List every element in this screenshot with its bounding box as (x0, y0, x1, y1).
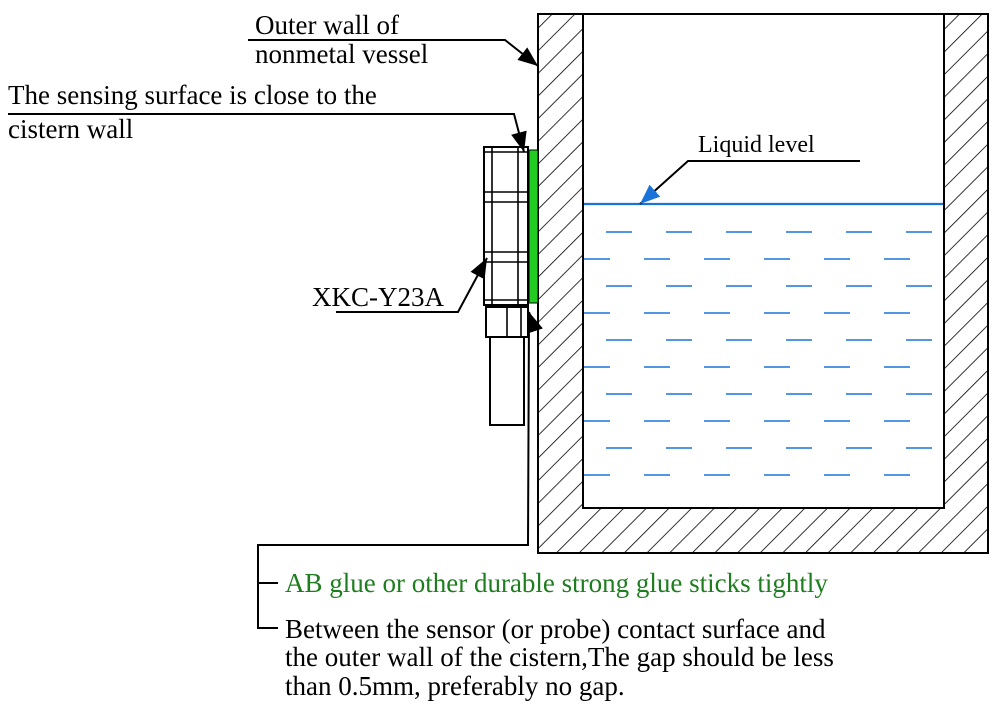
callout-sensor-model: XKC-Y23A (312, 257, 488, 313)
vessel (537, 13, 989, 554)
callout-glue-and-gap: AB glue or other durable strong glue sti… (257, 311, 834, 701)
callout-sensing-surface: The sensing surface is close to the cist… (8, 80, 527, 153)
vessel-wall (537, 13, 989, 554)
outer-wall-label-line2: nonmetal vessel (255, 39, 428, 69)
sensing-label-line1: The sensing surface is close to the (8, 80, 377, 110)
gap-note-line2: the outer wall of the cistern,The gap sh… (285, 642, 834, 672)
gap-leader (257, 583, 278, 629)
callout-outer-wall: Outer wall of nonmetal vessel (248, 10, 539, 69)
glue-layer (528, 149, 539, 304)
sensor-cable (489, 336, 525, 426)
outer-wall-leader (248, 39, 539, 67)
sensor-head (483, 146, 529, 306)
callout-liquid-level: Liquid level (639, 132, 860, 205)
outer-wall-label-line1: Outer wall of (255, 10, 399, 40)
glue-leader-arrow (527, 311, 543, 334)
liquid-level-label: Liquid level (698, 132, 815, 158)
sensing-leader (8, 113, 527, 153)
sensing-label-line2: cistern wall (8, 114, 133, 144)
gap-note-line3: than 0.5mm, preferably no gap. (285, 671, 625, 701)
glue-note: AB glue or other durable strong glue sti… (285, 568, 828, 598)
sensor-model-label: XKC-Y23A (312, 282, 444, 312)
gap-note-line1: Between the sensor (or probe) contact su… (285, 614, 826, 644)
liquid-dash-lines (584, 231, 932, 476)
liquid (584, 202, 943, 507)
liquid-body (584, 204, 943, 507)
glue-leader (257, 311, 530, 584)
sensor-xkc-y23a (483, 146, 539, 426)
liquid-level-leader (639, 160, 860, 205)
sensor-model-leader (336, 257, 488, 313)
